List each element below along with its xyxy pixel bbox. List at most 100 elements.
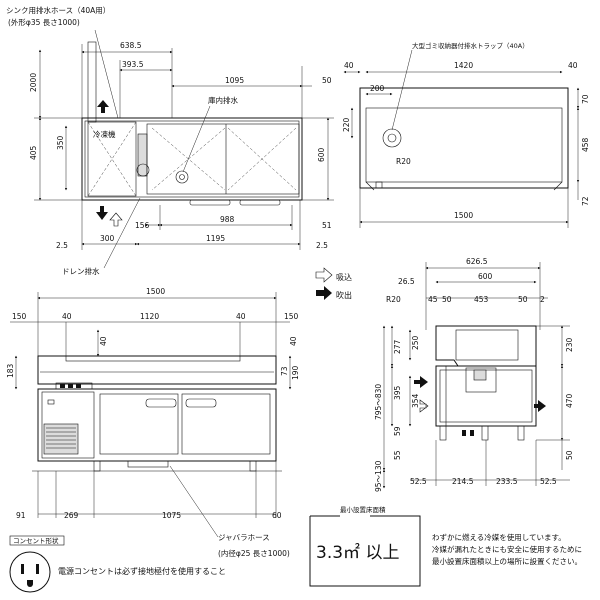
drain-outlet-label: ドレン排水 [62, 266, 100, 276]
tank-drain-label: 庫内排水 [208, 95, 238, 105]
side-dim-50-c: 50 [565, 450, 574, 460]
side-dim-50-a: 50 [442, 295, 452, 304]
front-dim-183: 183 [6, 363, 15, 378]
intake-arrow-icon [315, 267, 333, 283]
sink-plan-view: 大型ゴミ収納器付排水トラップ（40A） 40 1420 40 200 220 R… [342, 41, 590, 228]
sink-dim-1420: 1420 [454, 61, 473, 70]
min-area-section: 最小設置床面積 3.3㎡ 以上 わずかに燃える冷媒を使用しています。 冷媒が漏れ… [309, 505, 582, 587]
exhaust-label: 吹出 [336, 290, 352, 300]
side-dim-470: 470 [565, 393, 574, 408]
front-dim-150-right: 150 [284, 312, 299, 321]
pipe-shaft [87, 41, 97, 123]
dim-2000: 2000 [29, 73, 38, 92]
front-dim-91: 91 [16, 511, 26, 520]
trap-label: 大型ゴミ収納器付排水トラップ（40A） [412, 41, 529, 50]
side-dim-26-5: 26.5 [398, 277, 415, 286]
plan-view: シンク用排水ホース（40A用） (外形φ35 長さ1000) 冷凍機 庫内排水 … [6, 5, 334, 276]
front-dim-40-b: 40 [236, 312, 246, 321]
exhaust-arrow-icon [316, 286, 332, 300]
dim-600: 600 [317, 147, 326, 162]
front-dim-1075: 1075 [162, 511, 181, 520]
up-outline-arrow-icon [109, 212, 123, 227]
side-dim-2: 2 [540, 295, 545, 304]
jabara-hose-label: ジャバラホース [218, 533, 270, 542]
side-intake-icon [419, 399, 429, 413]
sink-dim-70: 70 [581, 94, 590, 104]
side-r20: R20 [386, 295, 401, 304]
side-dim-626-5: 626.5 [466, 257, 488, 266]
refrigerant-note-1: わずかに燃える冷媒を使用しています。 [432, 532, 566, 542]
side-dim-230: 230 [565, 337, 574, 352]
dim-2-5-left: 2.5 [56, 241, 68, 250]
dim-350: 350 [56, 135, 65, 150]
sink-dim-72: 72 [581, 196, 590, 206]
jabara-hose-spec: (内径φ25 長さ1000) [218, 548, 290, 558]
side-dim-50-b: 50 [518, 295, 528, 304]
side-dim-52-5-right: 52.5 [540, 477, 557, 486]
front-dim-60: 60 [272, 511, 282, 520]
sink-dim-40-right: 40 [568, 61, 578, 70]
dim-1095: 1095 [225, 76, 244, 85]
sink-drain-trap [382, 128, 402, 148]
min-area-title: 最小設置床面積 [340, 505, 386, 514]
front-dim-190: 190 [291, 365, 300, 380]
drawer-right [181, 393, 271, 455]
side-dim-214-5: 214.5 [452, 477, 474, 486]
sink-dim-40-left: 40 [344, 61, 354, 70]
up-arrow-icon [97, 100, 109, 113]
drawer-handle-left [145, 398, 177, 408]
airflow-legend: 吸込 吹出 [315, 267, 352, 300]
dim-393-5: 393.5 [122, 60, 144, 69]
front-dim-1120: 1120 [140, 312, 159, 321]
side-dim-233-5: 233.5 [496, 477, 518, 486]
side-dim-95: 95～130 [374, 460, 383, 492]
freezer-compartment [87, 121, 137, 197]
front-dim-40-d: 40 [289, 336, 298, 346]
side-dim-277: 277 [393, 339, 402, 354]
sink-outline [359, 87, 569, 189]
machine-vent [43, 423, 79, 455]
side-exhaust-left-icon [414, 376, 428, 388]
side-view: 626.5 26.5 600 R20 45 50 453 50 2 795～83… [374, 257, 574, 492]
sink-dim-1500: 1500 [454, 211, 473, 220]
dim-51: 51 [322, 221, 332, 230]
dim-1195: 1195 [206, 234, 225, 243]
outlet-icon [9, 551, 51, 593]
front-dim-40-c: 40 [99, 336, 108, 346]
intake-label: 吸込 [336, 273, 352, 282]
side-dim-52-5-left: 52.5 [410, 477, 427, 486]
front-view: 1500 150 40 1120 40 150 183 40 40 73 190 [6, 287, 300, 558]
side-dim-55: 55 [393, 450, 402, 460]
front-dim-40-a: 40 [62, 312, 72, 321]
drawer-handle-right [185, 398, 217, 408]
tank-drain-hole [175, 170, 189, 184]
dim-2-5-right: 2.5 [316, 241, 328, 250]
front-dim-73: 73 [280, 366, 289, 376]
side-dim-395: 395 [393, 385, 402, 400]
side-exhaust-right-icon [534, 400, 546, 412]
sink-hose-label: シンク用排水ホース（40A用） [6, 5, 110, 15]
refrigerant-note-3: 最小設置床面積以上の場所に設置ください。 [432, 556, 582, 566]
refrigerant-note-2: 冷媒が漏れたときにも安全に使用するために [432, 544, 582, 554]
side-dim-59: 59 [393, 426, 402, 436]
tank-area [146, 123, 300, 195]
sink-dim-458: 458 [581, 137, 590, 152]
sink-hose-spec: (外形φ35 長さ1000) [8, 17, 80, 27]
dim-300: 300 [100, 234, 115, 243]
freezer-label: 冷凍機 [93, 129, 116, 139]
side-dim-600: 600 [478, 272, 493, 281]
dim-156: 156 [135, 221, 150, 230]
outlet-section: コンセント形状 電源コンセントは必ず接地極付を使用すること [9, 535, 226, 593]
drawer-left [99, 393, 179, 455]
outlet-shape-label: コンセント形状 [13, 536, 59, 545]
down-arrow-icon [96, 206, 108, 220]
sink-r20: R20 [396, 157, 411, 166]
sink-dim-200: 200 [370, 84, 385, 93]
front-dim-269: 269 [64, 511, 79, 520]
dim-638-5: 638.5 [120, 41, 142, 50]
front-dim-150-left: 150 [12, 312, 27, 321]
dim-988: 988 [220, 215, 235, 224]
dim-50-top: 50 [322, 76, 332, 85]
min-area-value: 3.3㎡ 以上 [316, 543, 399, 563]
